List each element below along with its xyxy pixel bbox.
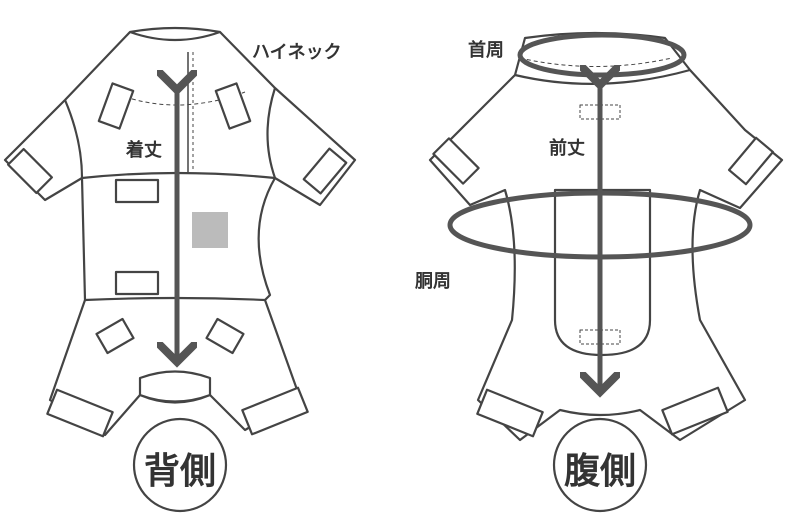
brand-logo: [192, 212, 228, 248]
neck-ring: [517, 32, 687, 78]
waist-ring: [447, 190, 753, 260]
back-side-label: 背側: [143, 451, 216, 492]
front-side-label: 腹側: [563, 451, 636, 492]
label-length: 着丈: [126, 140, 162, 161]
back-garment: [3, 26, 357, 513]
label-neck: 首周: [468, 40, 504, 61]
label-waist: 胴周: [415, 271, 451, 292]
front-garment: [428, 31, 784, 513]
label-high-neck: ハイネック: [252, 42, 342, 63]
label-front-length: 前丈: [549, 138, 585, 159]
